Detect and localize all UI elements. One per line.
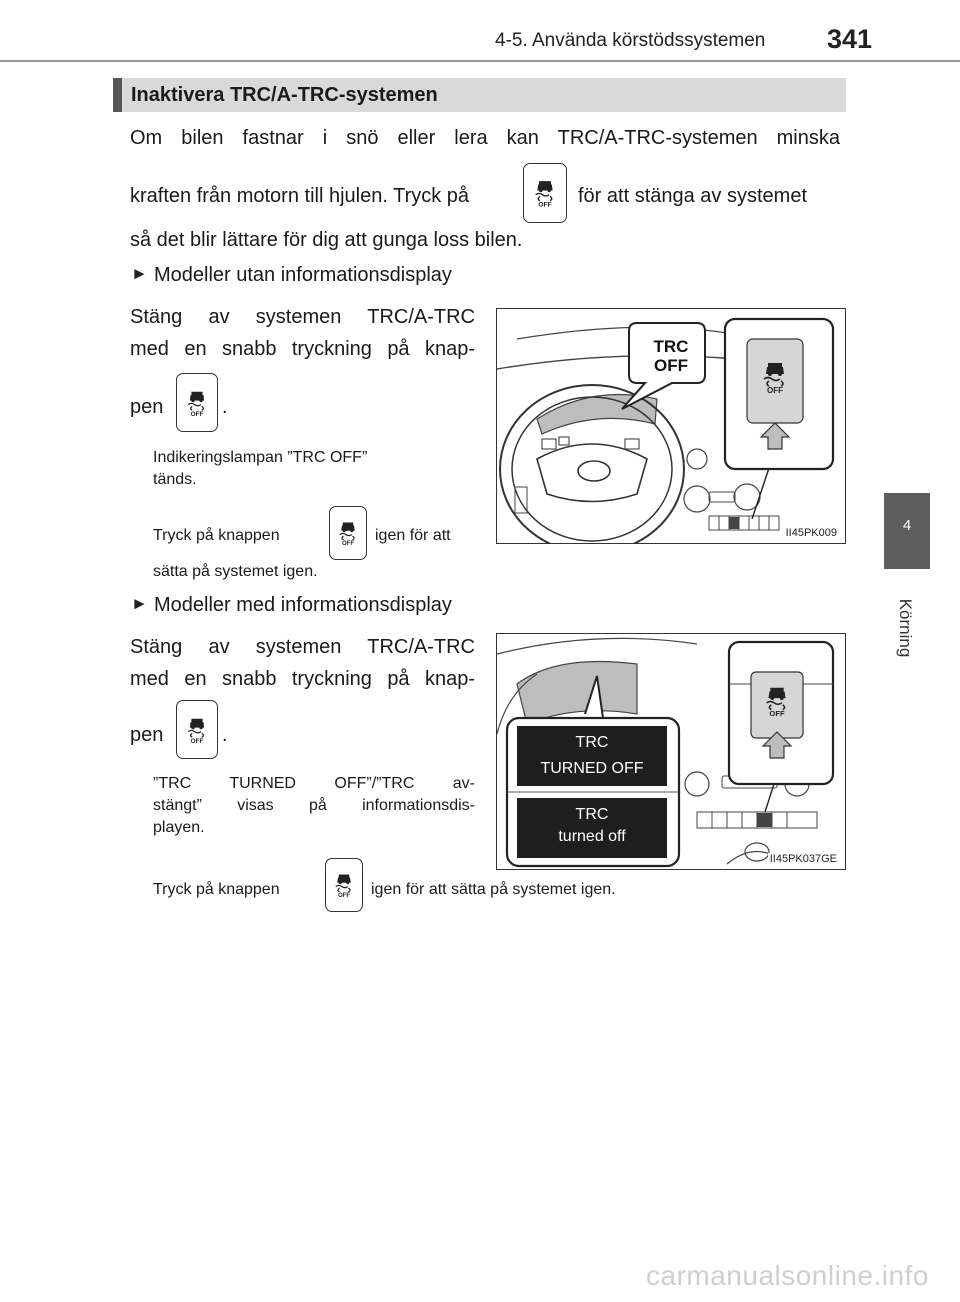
header-rule [0,60,960,62]
intro-line-1: Om bilen fastnar i snö eller lera kan TR… [130,127,840,149]
callout-line-2: OFF [654,356,688,375]
trc-off-icon [333,518,363,548]
trc-off-button-icon [176,373,218,432]
figure-dashboard-with-display: TRC TURNED OFF TRC turned off II45PK037G… [496,633,846,870]
trc-off-icon [329,870,359,900]
trc-off-icon [181,714,213,746]
trc-off-button-icon [523,163,567,223]
section-heading-text: Inaktivera TRC/A-TRC-systemen [131,84,438,106]
figure-code: II45PK037GE [767,853,839,865]
trc-off-callout: TRC OFF [637,337,705,375]
bullet-arrow-icon: ► [131,264,148,283]
part2-note2-after: igen för att sätta på systemet igen. [371,881,616,898]
bullet-arrow-icon: ► [131,594,148,613]
watermark: carmanualsonline.info [646,1260,929,1291]
part2-note1-line-3: playen. [153,819,205,836]
part2-line-3: pen [130,724,164,746]
chapter-tab-number: 4 [902,517,912,534]
display-swedish-line-2: turned off [558,828,626,845]
display-swedish: TRC turned off [517,804,667,848]
part1-note2-before: Tryck på knappen [153,527,280,544]
intro-line-2-after: för att stänga av systemet [578,185,807,207]
part2-note2-before: Tryck på knappen [153,881,280,898]
trc-off-button-icon [325,858,363,912]
display-english-line-1: TRC [575,734,609,751]
intro-line-3: så det blir lättare för dig att gunga lo… [130,229,523,251]
part2-note1-line-2: stängt” visas på informationsdis- [153,797,475,814]
chapter-tab: 4 [884,493,930,569]
part2-note1-line-1: ”TRC TURNED OFF”/”TRC av- [153,775,475,792]
display-english: TRC TURNED OFF [517,730,667,782]
part2-period: . [222,724,228,746]
dashboard-illustration [497,637,835,868]
chapter-title: 4-5. Använda körstödssystemen [495,30,766,51]
part1-note1-line-1: Indikeringslampan ”TRC OFF” [153,449,368,466]
figure-code: II45PK009 [783,527,839,539]
part1-heading: Modeller utan informationsdisplay [154,264,452,286]
part2-heading: Modeller med informationsdisplay [154,594,452,616]
steering-wheel-illustration [497,317,835,543]
part1-note1-line-2: tänds. [153,471,197,488]
part1-note2-after: igen för att [375,527,451,544]
part1-period: . [222,396,228,418]
trc-off-button-icon [176,700,218,759]
display-swedish-line-1: TRC [575,806,609,823]
part2-line-2: med en snabb tryckning på knap- [130,668,475,690]
intro-line-2-before: kraften från motorn till hjulen. Tryck p… [130,185,470,207]
part2-line-1: Stäng av systemen TRC/A-TRC [130,636,475,658]
chapter-tab-label: Körning [896,598,915,658]
part1-line-3: pen [130,396,164,418]
section-heading-bar [113,78,122,112]
part1-line-1: Stäng av systemen TRC/A-TRC [130,306,475,328]
callout-line-1: TRC [653,337,689,356]
trc-off-icon [181,387,213,419]
page-number: 341 [827,24,873,54]
trc-off-button-icon [329,506,367,560]
display-english-line-2: TURNED OFF [540,760,644,777]
trc-off-icon [528,176,562,210]
part1-note2-line-2: sätta på systemet igen. [153,563,318,580]
figure-dashboard-without-display: TRC OFF II45PK009 [496,308,846,544]
section-heading: Inaktivera TRC/A-TRC-systemen [113,78,846,112]
part1-line-2: med en snabb tryckning på knap- [130,338,475,360]
